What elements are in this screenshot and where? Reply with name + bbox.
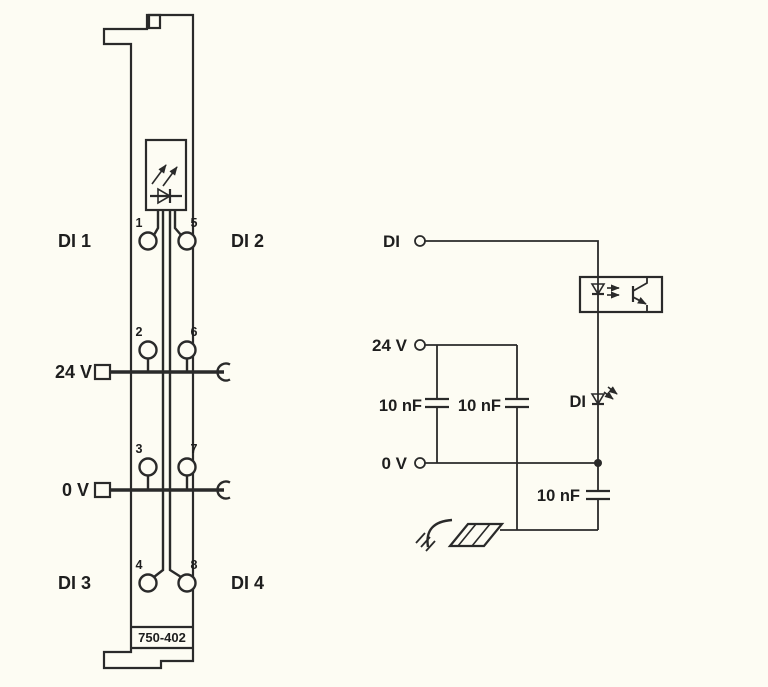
- part-number-text: 750-402: [138, 630, 186, 645]
- terminal-2: [138, 340, 158, 360]
- supply-label-24v: 24 V: [372, 336, 408, 355]
- status-led-icon: [590, 386, 618, 406]
- bus-wire: [168, 210, 182, 579]
- terminal-label-0v: 0 V: [62, 480, 89, 500]
- phototransistor-emitter: [632, 296, 647, 305]
- bus-wire: [153, 210, 165, 578]
- status-led-triangle: [590, 393, 606, 406]
- din-rail-outline: [447, 522, 505, 548]
- earth-hook: [426, 518, 453, 548]
- din-rail-detail: [457, 523, 477, 547]
- terminal-number-6: 6: [191, 325, 198, 339]
- optocoupler-icon: [578, 275, 664, 314]
- capacitor-2: [505, 345, 529, 530]
- opto-led-triangle: [590, 283, 606, 296]
- terminal-number-2: 2: [136, 325, 143, 339]
- module-outline: [102, 13, 195, 670]
- power-connector-square: [93, 363, 112, 381]
- internal-bus-wires: [146, 210, 189, 579]
- led-arrow-icon: [151, 164, 167, 185]
- terminal-label-di1: DI 1: [58, 231, 91, 251]
- input-terminal-circle: [414, 235, 426, 247]
- bus-wire: [152, 210, 160, 236]
- status-led-arrow-icon: [603, 391, 614, 400]
- terminal-number-4: 4: [136, 558, 143, 572]
- power-rail-0v: [93, 480, 231, 500]
- diode-icon: [150, 187, 182, 205]
- earth-hatch: [420, 536, 431, 548]
- earth-clamp-icon: [415, 518, 453, 552]
- status-led-box: [144, 138, 188, 212]
- terminal-6: [177, 340, 197, 360]
- din-rail-detail: [471, 523, 491, 547]
- capacitor-1-label: 10 nF: [379, 397, 422, 415]
- diode-triangle: [157, 187, 172, 205]
- terminal-number-7: 7: [191, 442, 198, 456]
- led-indicator-icon: [151, 164, 178, 187]
- din-rail-icon: [447, 522, 505, 548]
- power-rail-24v: [93, 362, 231, 382]
- power-jumper-contact-icon: [216, 480, 231, 500]
- phototransistor-icon: [631, 277, 648, 312]
- input-label-di: DI: [383, 232, 400, 251]
- mounting-slot: [147, 13, 162, 30]
- terminal-number-3: 3: [136, 442, 143, 456]
- power-connector-square: [93, 481, 112, 499]
- capacitor-1: [425, 345, 449, 463]
- optocoupler-box: [578, 275, 664, 314]
- terminal-1: [138, 231, 158, 251]
- io-module-drawing: 750-402: [55, 13, 264, 670]
- terminal-label-di3: DI 3: [58, 573, 91, 593]
- terminal-4: [138, 573, 158, 593]
- status-led-label: DI: [570, 393, 587, 411]
- led-arrow-icon: [162, 166, 178, 187]
- earth-hatch: [425, 540, 436, 552]
- supply-terminal-circle: [414, 339, 426, 351]
- terminal-5: [177, 231, 197, 251]
- power-jumper-contact-icon: [216, 362, 231, 382]
- zero-volt-terminal-circle: [414, 457, 426, 469]
- bus-wire: [173, 210, 182, 236]
- terminal-number-1: 1: [136, 216, 143, 230]
- zero-volt-label: 0 V: [381, 454, 407, 473]
- terminal-label-di2: DI 2: [231, 231, 264, 251]
- terminal-8: [177, 573, 197, 593]
- terminal-3: [138, 457, 158, 477]
- terminal-number-5: 5: [191, 216, 198, 230]
- terminal-label-24v: 24 V: [55, 362, 92, 382]
- terminal-number-8: 8: [191, 558, 198, 572]
- wiring-schematic: DI DI: [372, 232, 664, 552]
- earth-hatch: [415, 532, 426, 544]
- terminal-7: [177, 457, 197, 477]
- input-wire: [425, 240, 599, 277]
- part-number-box: [131, 625, 193, 650]
- phototransistor-collector: [632, 277, 648, 292]
- capacitor-2-label: 10 nF: [458, 397, 501, 415]
- terminal-label-di4: DI 4: [231, 573, 264, 593]
- capacitor-3-label: 10 nF: [537, 487, 580, 505]
- capacitor-3: [586, 463, 610, 530]
- status-led-arrow-icon: [607, 386, 618, 395]
